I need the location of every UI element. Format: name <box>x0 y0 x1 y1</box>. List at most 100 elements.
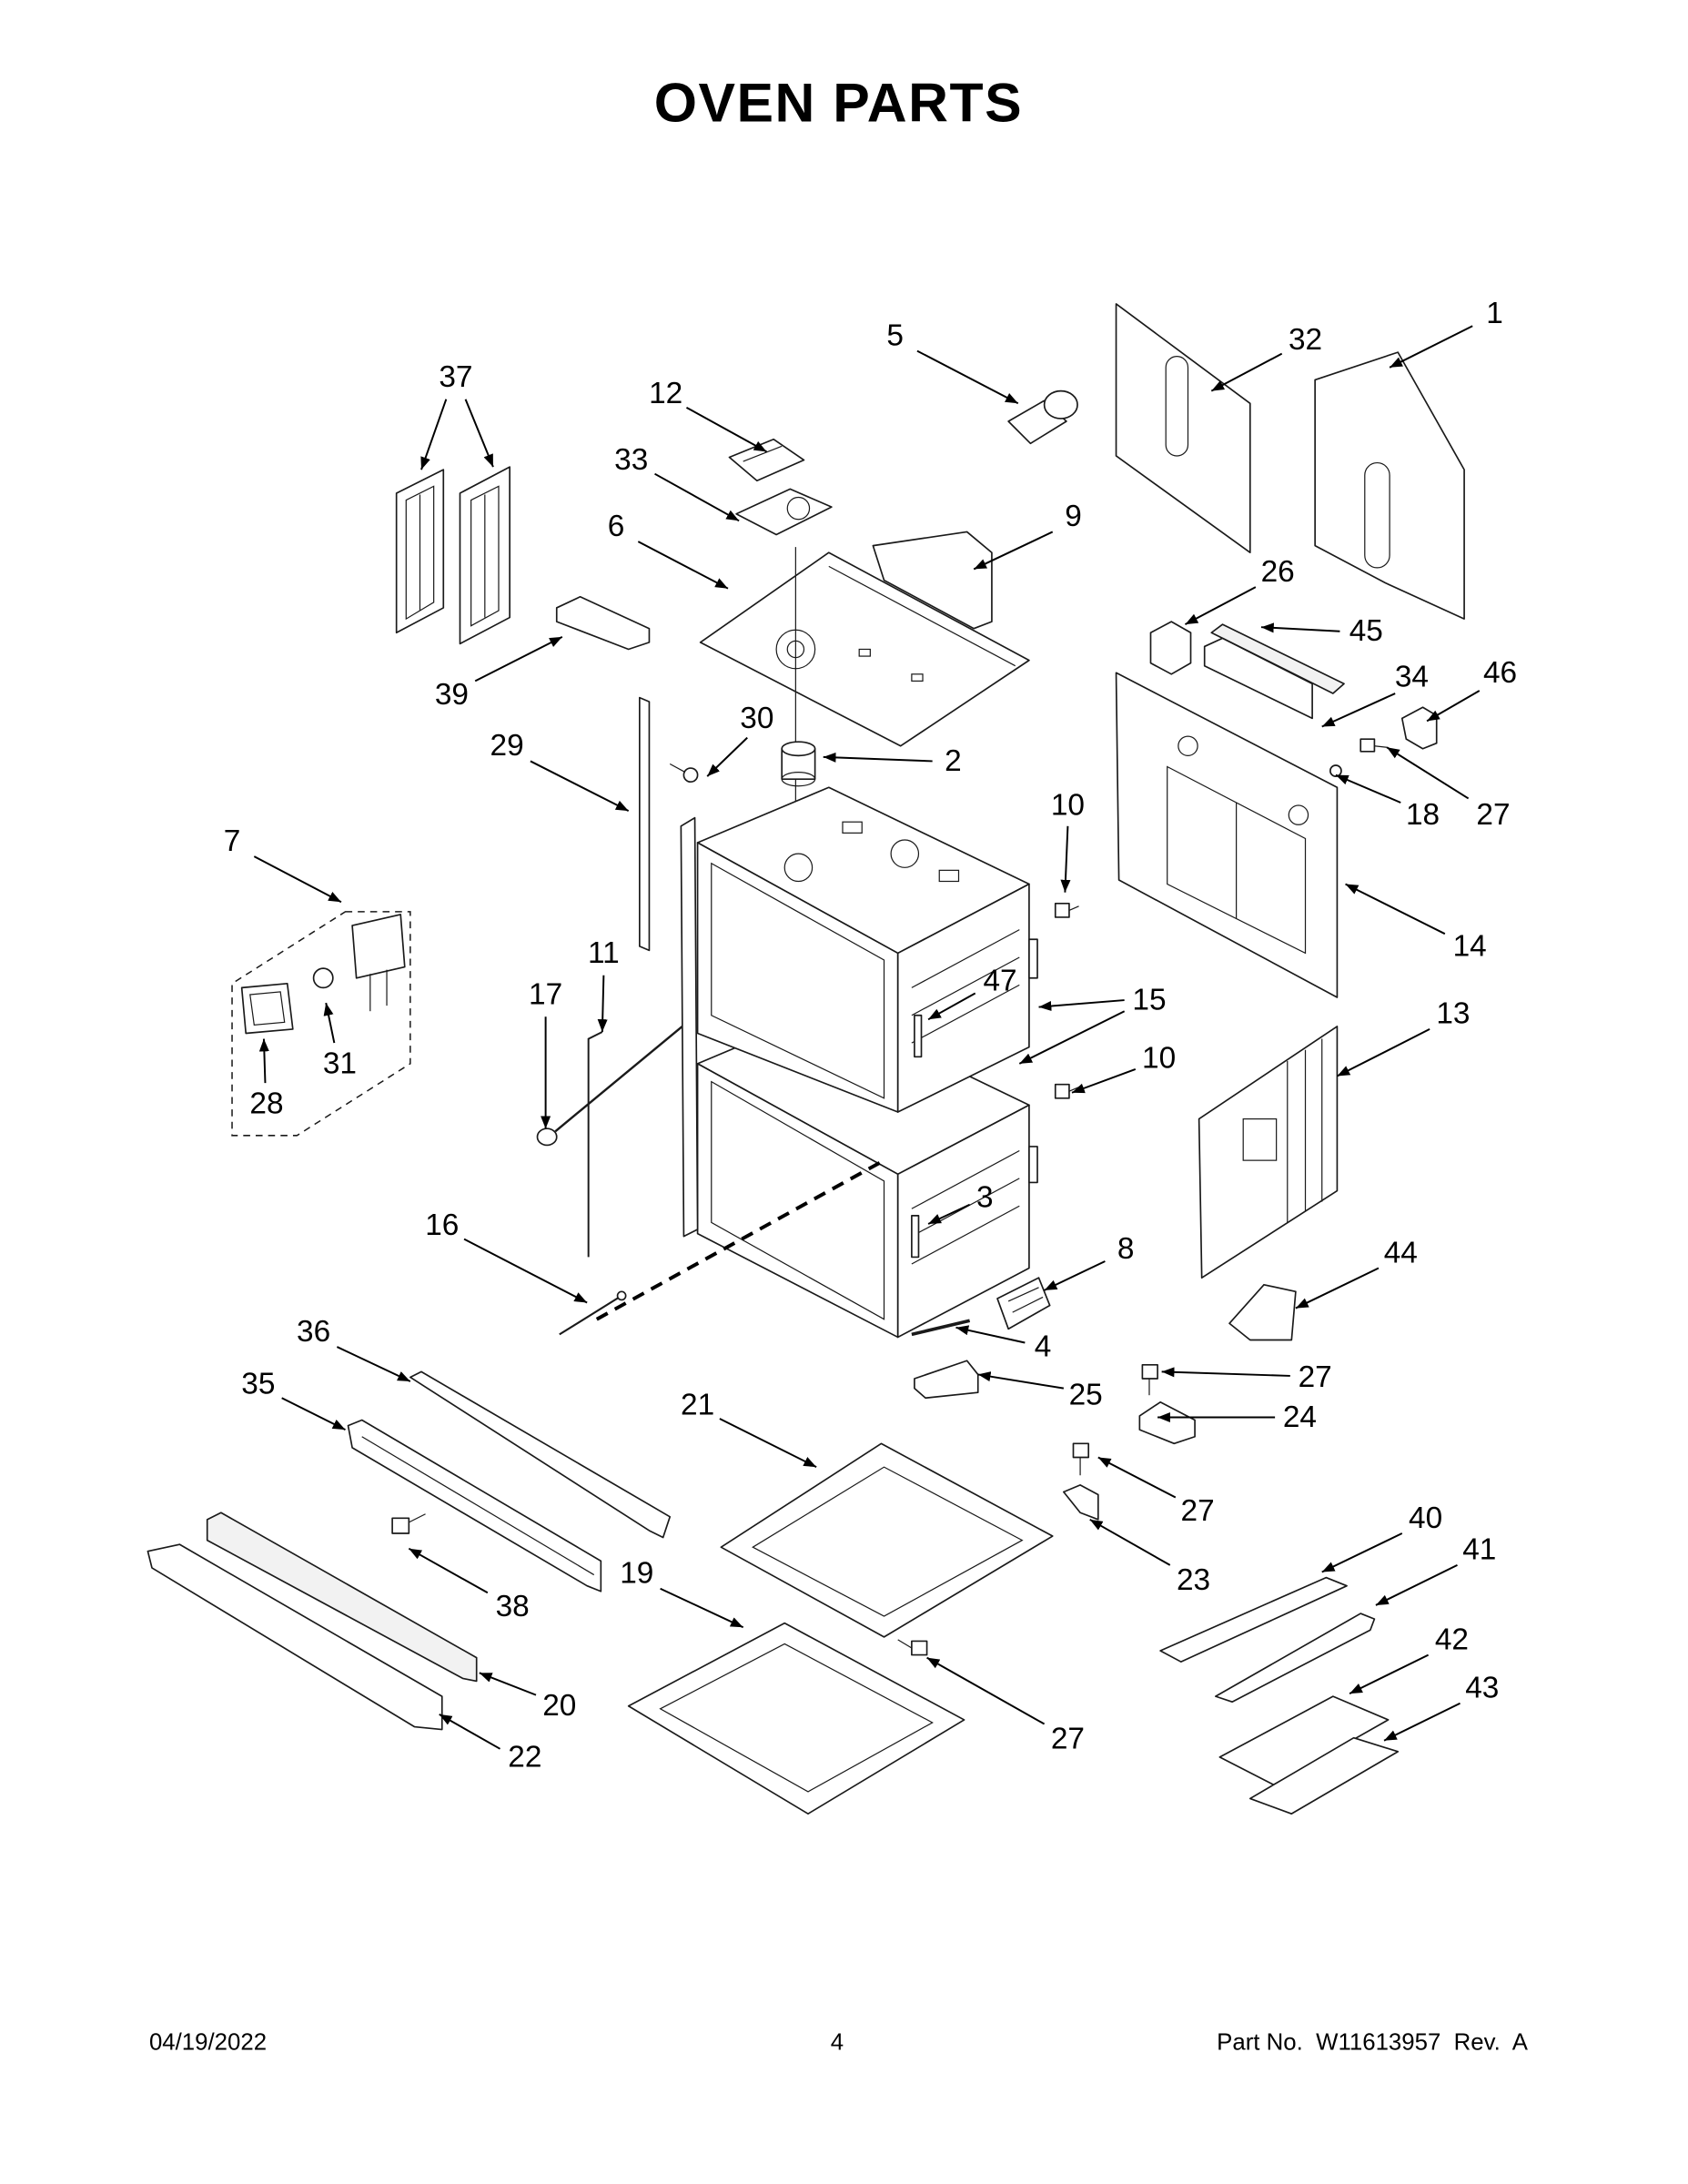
callout-label: 22 <box>508 1740 541 1774</box>
screw-head <box>911 1640 928 1656</box>
callout: 27 <box>1161 1360 1332 1394</box>
part-44-wedge <box>1228 1283 1297 1341</box>
part-2-fan <box>781 741 816 787</box>
grille-slat <box>1007 1287 1039 1302</box>
leader-arrow <box>719 1418 817 1469</box>
screw-head <box>1072 1442 1090 1459</box>
panel-slot <box>1165 356 1189 457</box>
screw-shank <box>1374 745 1388 748</box>
part-34-bracket <box>1203 637 1313 720</box>
callout: 30 <box>706 702 773 777</box>
leader-arrow <box>258 1038 269 1084</box>
rack-rail <box>911 929 1020 988</box>
callout-label: 25 <box>1069 1379 1103 1412</box>
screw-shank <box>409 1513 426 1523</box>
part-27-screw <box>1072 1442 1090 1476</box>
leader-arrow <box>1038 999 1125 1012</box>
panel-hole <box>1288 804 1309 825</box>
leader-arrow <box>1389 325 1473 369</box>
cavity-side <box>896 883 1030 1113</box>
callout-label: 1 <box>1486 297 1503 330</box>
leader-arrow <box>463 1238 588 1304</box>
part-19-frame <box>627 1622 965 1815</box>
callout: 5 <box>886 318 1019 405</box>
leader-arrow <box>1295 1267 1380 1309</box>
callout-label: 30 <box>740 702 773 735</box>
callout-label: 12 <box>649 377 682 410</box>
callout: 19 <box>620 1557 744 1629</box>
panel-cutout <box>1242 1117 1278 1161</box>
probe-rod <box>559 1295 622 1336</box>
part-27-screw <box>897 1639 928 1656</box>
screw-head <box>1359 738 1376 753</box>
leader-arrow <box>927 992 976 1021</box>
panel-slot <box>470 485 500 627</box>
callout: 34 <box>1321 660 1429 728</box>
grille-slat <box>1012 1296 1044 1313</box>
callout-label: 46 <box>1483 656 1517 690</box>
callout-label: 6 <box>608 510 625 543</box>
part-17-knob <box>536 1127 558 1147</box>
fan-bottom <box>781 771 816 787</box>
callout-label: 9 <box>1065 500 1082 533</box>
page-title: OVEN PARTS <box>654 72 1023 134</box>
part-38-screw <box>391 1513 426 1534</box>
callout: 24 <box>1157 1400 1317 1434</box>
part-18-clip <box>1329 764 1342 777</box>
part-7-control-kit <box>231 911 411 1137</box>
callout: 10 <box>1051 789 1085 893</box>
cover-fold <box>743 445 783 462</box>
leader-arrow <box>1383 1702 1461 1742</box>
leader-arrow <box>1210 352 1283 392</box>
callout: 32 <box>1210 323 1322 392</box>
cavity-opening <box>711 1080 885 1320</box>
leader-arrow <box>1321 693 1396 728</box>
callout-label: 27 <box>1051 1723 1085 1756</box>
callout: 43 <box>1383 1672 1499 1742</box>
callout-label: 4 <box>1035 1330 1052 1364</box>
plate-slot <box>858 648 871 657</box>
leader-arrow <box>464 399 494 468</box>
part-43-cover <box>1248 1736 1400 1815</box>
callout: 8 <box>1044 1232 1135 1291</box>
callout-label: 15 <box>1132 984 1166 1017</box>
callout-label: 37 <box>439 360 472 394</box>
screw-head <box>682 767 699 784</box>
callout: 15 <box>1018 984 1167 1065</box>
part-22-angle <box>147 1543 443 1731</box>
callout-label: 10 <box>1142 1041 1176 1075</box>
callout-label: 31 <box>323 1046 357 1080</box>
part-37-left-panel <box>395 469 445 634</box>
callout: 46 <box>1426 656 1517 723</box>
leader-arrow <box>1335 774 1401 804</box>
part-24-bracket <box>1138 1400 1196 1445</box>
callout: 45 <box>1260 614 1383 648</box>
callout: 10 <box>1071 1041 1176 1094</box>
fan-opening <box>786 496 811 521</box>
callout-label: 40 <box>1409 1502 1442 1535</box>
callout: 27 <box>1097 1456 1215 1528</box>
part-16-sensor-probe <box>559 1290 627 1336</box>
callout-label: 11 <box>588 936 620 970</box>
display-screen <box>249 991 286 1026</box>
callout: 35 <box>241 1368 346 1431</box>
grille-body <box>996 1277 1051 1330</box>
rack-rail <box>911 984 1020 1044</box>
callout-label: 8 <box>1117 1232 1135 1266</box>
leader-arrow <box>253 855 342 904</box>
cavity-opening <box>711 862 885 1099</box>
hinge-bracket <box>1028 938 1038 979</box>
callout: 4 <box>955 1325 1052 1364</box>
callout-label: 44 <box>1384 1236 1418 1269</box>
callout: 27 <box>1386 746 1511 832</box>
leader-arrow <box>685 406 767 453</box>
callout: 13 <box>1336 997 1471 1077</box>
part-42-cover <box>1218 1695 1390 1786</box>
leader-arrow <box>1089 1518 1171 1566</box>
leader-arrow <box>916 349 1019 405</box>
part-13-side-panel <box>1198 1026 1339 1279</box>
callout-label: 13 <box>1436 997 1470 1031</box>
screw-shank <box>1068 905 1079 911</box>
callout-label: 35 <box>241 1368 275 1401</box>
